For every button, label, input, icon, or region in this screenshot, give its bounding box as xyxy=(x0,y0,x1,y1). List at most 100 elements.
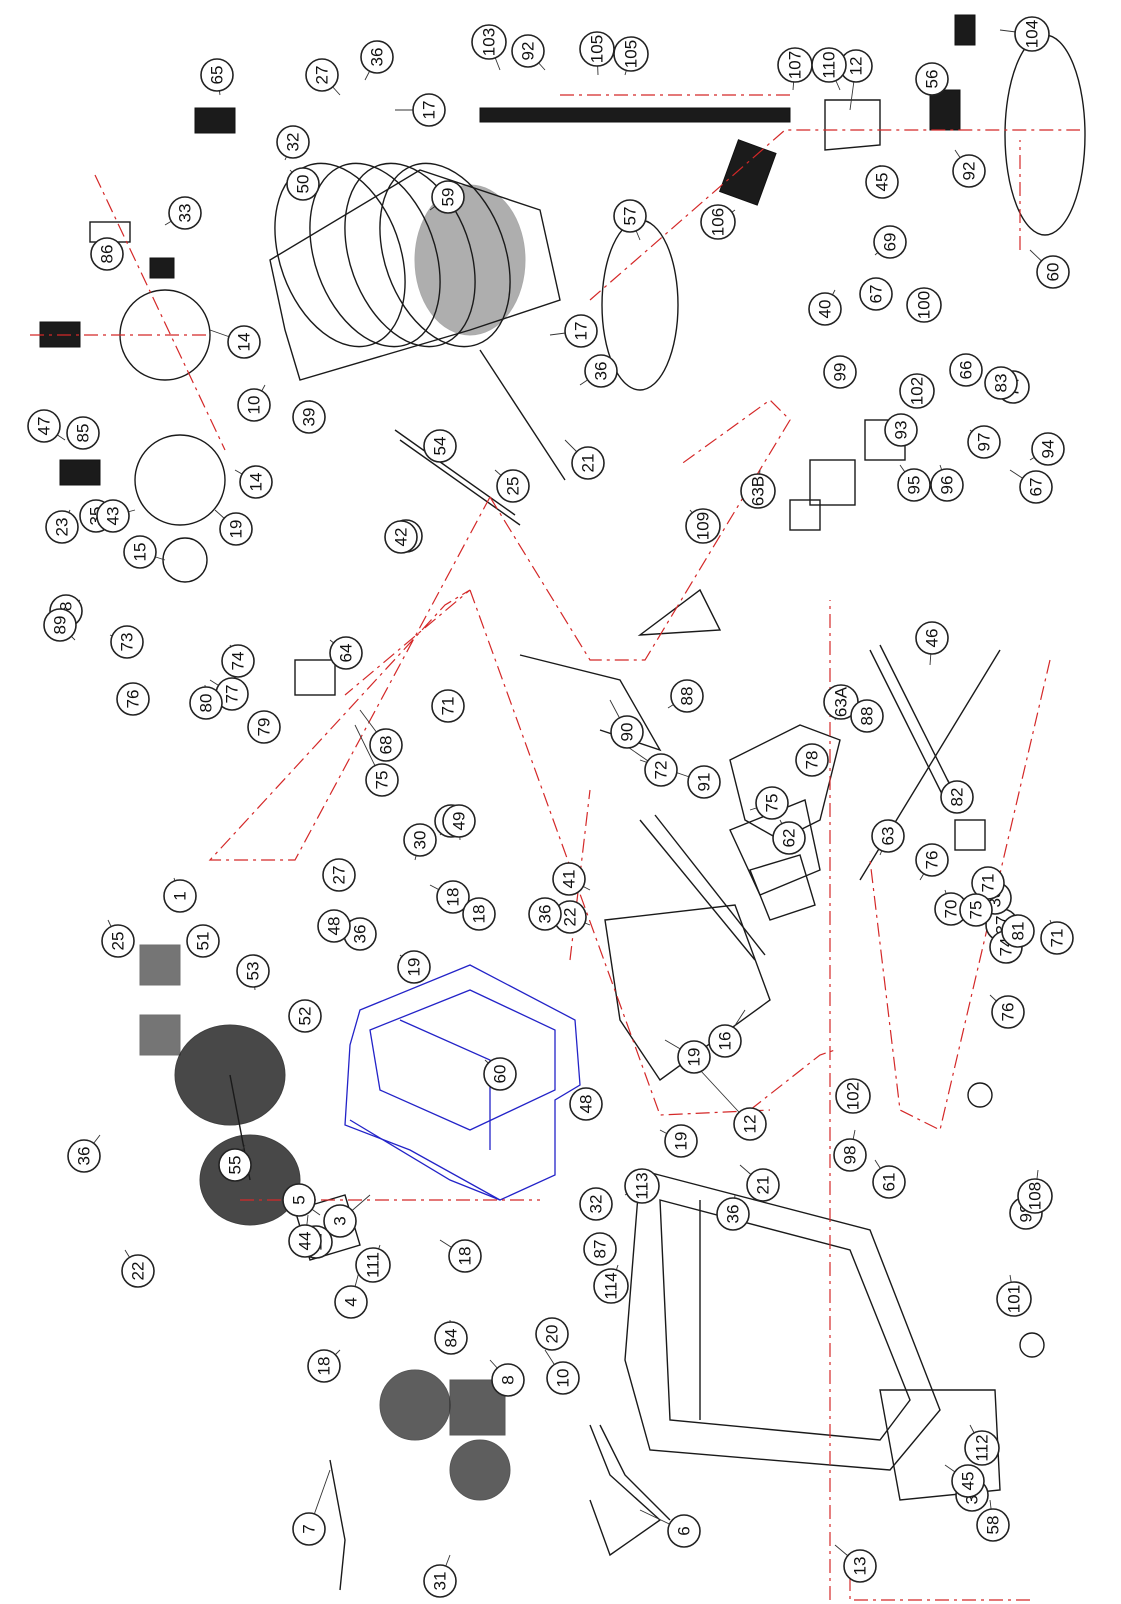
pipe-90 xyxy=(639,819,756,961)
callout-10: 10 xyxy=(546,1361,580,1395)
callout-95: 95 xyxy=(897,468,931,502)
callout-label: 49 xyxy=(450,812,469,831)
callout-label: 48 xyxy=(325,917,344,936)
callout-label: 76 xyxy=(999,1003,1018,1022)
callout-58: 58 xyxy=(976,1508,1010,1542)
callout-label: 17 xyxy=(420,101,439,120)
callout-44: 44 xyxy=(288,1224,322,1258)
callout-label: 100 xyxy=(915,291,934,319)
callout-50: 50 xyxy=(286,167,320,201)
callout-27: 27 xyxy=(305,58,339,92)
wire-7 xyxy=(329,1459,346,1591)
callout-label: 42 xyxy=(392,528,411,547)
callout-label: 19 xyxy=(672,1132,691,1151)
callout-1: 1 xyxy=(163,879,197,913)
callout-label: 59 xyxy=(439,188,458,207)
callout-label: 92 xyxy=(960,162,979,181)
callout-label: 79 xyxy=(255,718,274,737)
callout-label: 71 xyxy=(1048,929,1067,948)
callout-label: 60 xyxy=(491,1065,510,1084)
callout-label: 22 xyxy=(561,908,580,927)
callout-17: 17 xyxy=(564,314,598,348)
callout-43: 43 xyxy=(96,499,130,533)
bracket-111 xyxy=(637,588,722,636)
callout-53: 53 xyxy=(236,954,270,988)
callout-54: 54 xyxy=(423,429,457,463)
callout-label: 18 xyxy=(456,1247,475,1266)
callout-104: 104 xyxy=(1014,16,1050,52)
callout-label: 113 xyxy=(633,1172,652,1199)
callout-label: 36 xyxy=(724,1205,743,1224)
callout-label: 93 xyxy=(892,421,911,440)
callout-78: 78 xyxy=(795,743,829,777)
callout-label: 18 xyxy=(444,888,463,907)
callout-label: 25 xyxy=(504,477,523,496)
callout-30: 30 xyxy=(403,823,437,857)
callout-6: 6 xyxy=(667,1514,701,1548)
callout-label: 4 xyxy=(342,1297,361,1306)
callout-label: 16 xyxy=(716,1032,735,1051)
motor-63B xyxy=(729,724,841,841)
callout-66: 66 xyxy=(949,353,983,387)
callout-label: 19 xyxy=(405,958,424,977)
callout-79: 79 xyxy=(247,710,281,744)
callout-36: 36 xyxy=(528,897,562,931)
callout-19: 19 xyxy=(219,512,253,546)
callout-91: 91 xyxy=(687,765,721,799)
callout-label: 67 xyxy=(1027,478,1046,497)
callout-label: 95 xyxy=(905,476,924,495)
callout-label: 47 xyxy=(35,417,54,436)
pipe-46 xyxy=(869,649,946,801)
callout-111: 111 xyxy=(355,1247,391,1283)
callout-107: 107 xyxy=(777,47,813,83)
callout-48: 48 xyxy=(569,1087,603,1121)
callout-105: 105 xyxy=(579,31,615,67)
callout-64: 64 xyxy=(329,636,363,670)
callout-76: 76 xyxy=(915,843,949,877)
callout-layer: 1345678101011121213141415161717181818181… xyxy=(27,16,1074,1598)
assembly-lines xyxy=(30,94,1080,1601)
callout-40: 40 xyxy=(808,292,842,326)
callout-label: 90 xyxy=(618,723,637,742)
callout-20: 20 xyxy=(535,1317,569,1351)
callout-71: 71 xyxy=(431,689,465,723)
callout-4: 4 xyxy=(334,1285,368,1319)
callout-18: 18 xyxy=(307,1349,341,1383)
callout-56: 56 xyxy=(915,62,949,96)
callout-7: 7 xyxy=(292,1512,326,1546)
callout-label: 94 xyxy=(1039,440,1058,459)
callout-label: 25 xyxy=(109,932,128,951)
callout-label: 27 xyxy=(313,66,332,85)
callout-60: 60 xyxy=(483,1057,517,1091)
callout-89: 89 xyxy=(43,608,77,642)
callout-label: 36 xyxy=(592,362,611,381)
callout-label: 71 xyxy=(979,874,998,893)
callout-81: 81 xyxy=(1001,914,1035,948)
callout-97: 97 xyxy=(967,425,1001,459)
callout-3: 3 xyxy=(323,1204,357,1238)
callout-label: 40 xyxy=(816,300,835,319)
callout-87: 87 xyxy=(583,1232,617,1266)
callout-19: 19 xyxy=(677,1040,711,1074)
callout-label: 74 xyxy=(229,652,248,671)
callout-102: 102 xyxy=(899,373,935,409)
callout-label: 57 xyxy=(621,207,640,226)
callout-label: 39 xyxy=(300,408,319,427)
callout-106: 106 xyxy=(700,204,736,240)
callout-label: 75 xyxy=(763,794,782,813)
callout-92: 92 xyxy=(952,154,986,188)
callout-label: 31 xyxy=(431,1572,450,1591)
callout-14: 14 xyxy=(227,325,261,359)
callout-label: 68 xyxy=(377,736,396,755)
callout-45: 45 xyxy=(951,1464,985,1498)
callout-label: 85 xyxy=(74,424,93,443)
callout-label: 70 xyxy=(942,900,961,919)
callout-109: 109 xyxy=(685,508,721,544)
plate-112 xyxy=(824,99,881,151)
callout-51: 51 xyxy=(186,924,220,958)
callout-76: 76 xyxy=(116,682,150,716)
callout-label: 45 xyxy=(959,1472,978,1491)
callout-label: 32 xyxy=(587,1195,606,1214)
callout-label: 58 xyxy=(984,1516,1003,1535)
callout-46: 46 xyxy=(915,621,949,655)
